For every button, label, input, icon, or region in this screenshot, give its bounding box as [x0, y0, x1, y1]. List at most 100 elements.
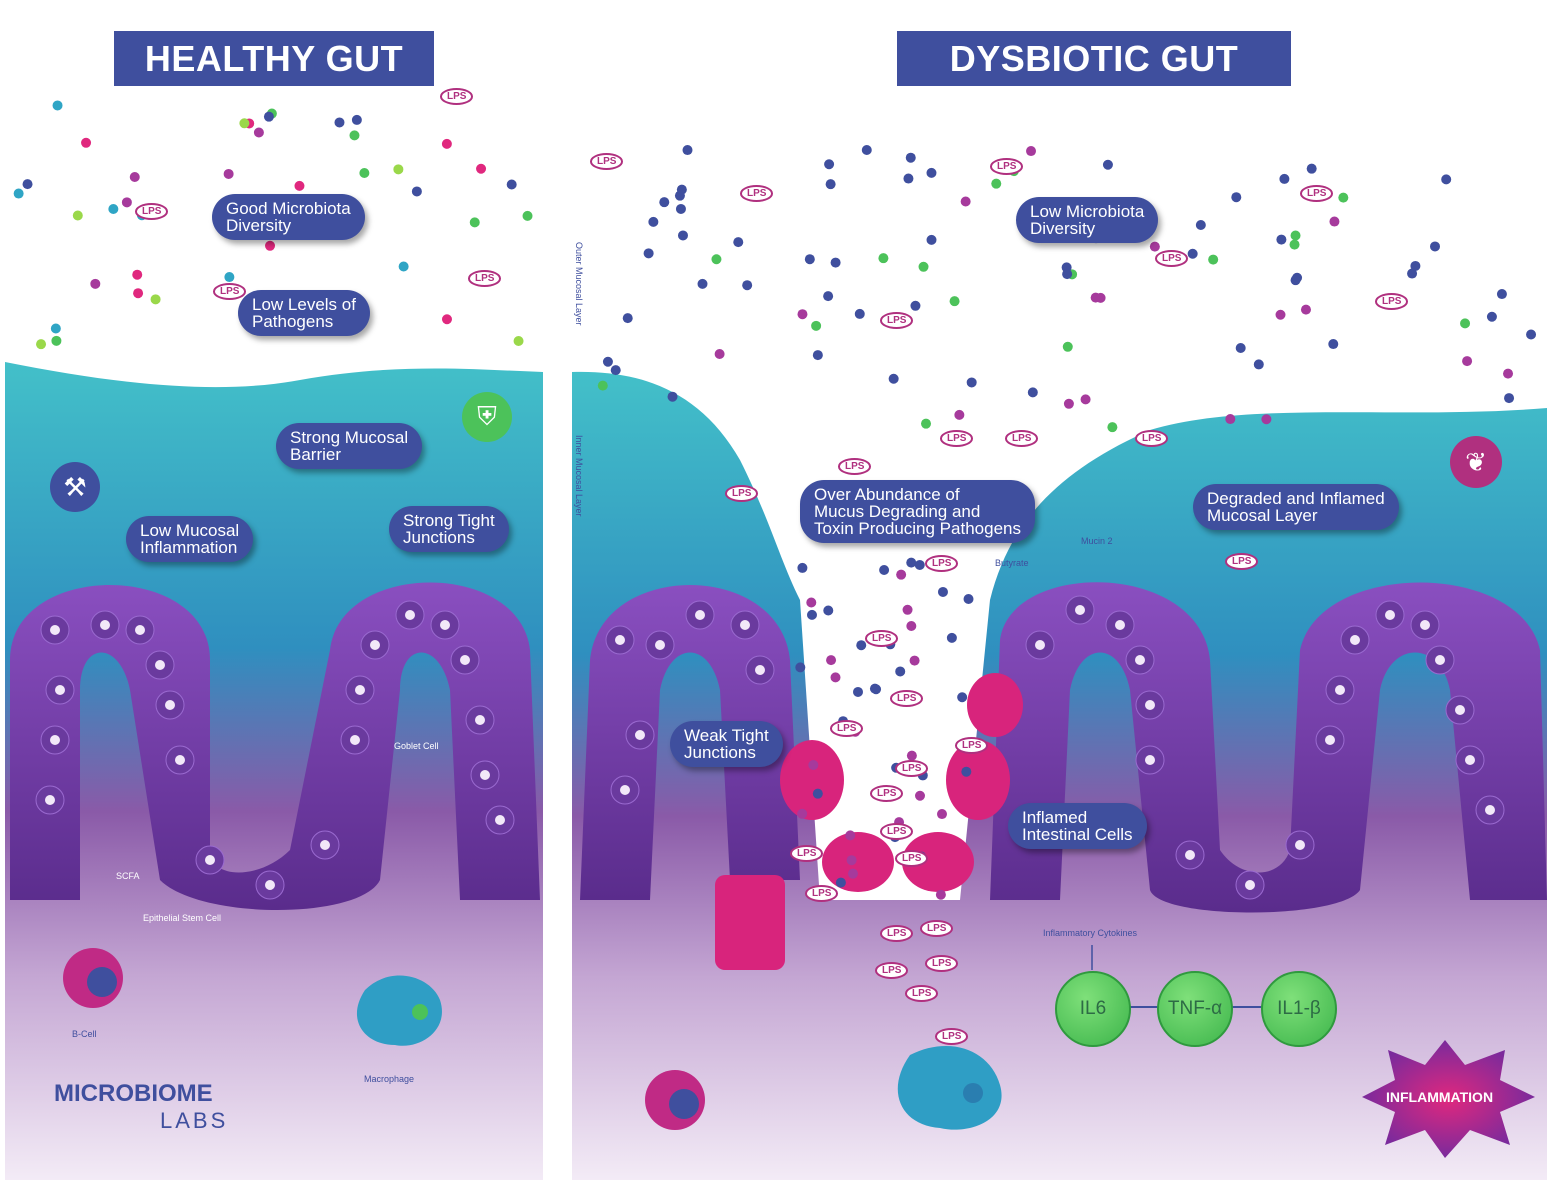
microbe [659, 197, 670, 208]
microbe [1187, 248, 1198, 259]
microbiome-labs-logo: MICROBIOME LABS [40, 1080, 228, 1134]
label-inflamed-cells: Inflamed Intestinal Cells [1008, 803, 1147, 849]
microbe [903, 173, 914, 184]
microbe [1300, 304, 1311, 315]
microbe [878, 253, 889, 264]
microbe [1102, 159, 1113, 170]
microbe [610, 365, 621, 376]
microbe [812, 350, 823, 361]
microbe [1289, 239, 1300, 250]
lps-toxin: LPS [935, 1028, 969, 1045]
microbe [52, 100, 63, 111]
microbe [1441, 174, 1452, 185]
healthy-title: HEALTHY GUT [114, 31, 434, 86]
microbe [797, 309, 808, 320]
microbe [902, 604, 913, 615]
microbe [1063, 398, 1074, 409]
lps-toxin: LPS [590, 153, 624, 170]
microbe [825, 179, 836, 190]
microbe [132, 269, 143, 280]
microbe [90, 278, 101, 289]
microbe [963, 593, 974, 604]
lps-toxin: LPS [865, 630, 899, 647]
microbe [1328, 339, 1339, 350]
healthy-mucosa [5, 362, 543, 1180]
microbe [806, 597, 817, 608]
lps-toxin: LPS [905, 985, 939, 1002]
microbe [1231, 192, 1242, 203]
healthy-villi [10, 582, 540, 910]
microbe [823, 605, 834, 616]
lps-toxin: LPS [955, 737, 989, 754]
microbe [830, 672, 841, 683]
microbe [359, 168, 370, 179]
microbe [806, 609, 817, 620]
microbe [812, 788, 823, 799]
dysbiotic-title: DYSBIOTIC GUT [897, 31, 1291, 86]
lps-toxin: LPS [1225, 553, 1259, 570]
microbe [1430, 241, 1441, 252]
microbe [36, 339, 47, 350]
lps-toxin: LPS [880, 312, 914, 329]
microbe [835, 877, 846, 888]
microbe [223, 168, 234, 179]
lps-toxin: LPS [213, 283, 247, 300]
microbe [469, 217, 480, 228]
microbe [1095, 292, 1106, 303]
microbe [1062, 341, 1073, 352]
cytokine-il6: IL6 [1055, 971, 1131, 1047]
logo-line2: LABS [160, 1108, 229, 1133]
lps-toxin: LPS [940, 430, 974, 447]
microbe [1149, 241, 1160, 252]
microbe [797, 808, 808, 819]
lps-toxin: LPS [875, 962, 909, 979]
microbe [935, 889, 946, 900]
microbe [1496, 289, 1507, 300]
lps-toxin: LPS [830, 720, 864, 737]
microbe [847, 868, 858, 879]
microbe [733, 237, 744, 248]
microbe [1225, 414, 1236, 425]
lps-toxin: LPS [1155, 250, 1189, 267]
microbe [393, 164, 404, 175]
microbe [1460, 318, 1471, 329]
microbe [133, 288, 144, 299]
microbe [797, 562, 808, 573]
microbe [960, 196, 971, 207]
microbe [906, 557, 917, 568]
microbe [294, 180, 305, 191]
label-degraded-layer: Degraded and Inflamed Mucosal Layer [1193, 484, 1399, 530]
microbe [1410, 260, 1421, 271]
microbe [476, 163, 487, 174]
microbe [804, 254, 815, 265]
label-scfa: SCFA [116, 871, 140, 881]
microbe [1208, 254, 1219, 265]
microbe [1235, 343, 1246, 354]
inflammation-label: INFLAMMATION [1386, 1089, 1494, 1105]
microbe [121, 197, 132, 208]
label-weak-junctions: Weak Tight Junctions [670, 721, 783, 767]
microbe [1027, 387, 1038, 398]
microbe [854, 308, 865, 319]
microbe [108, 204, 119, 215]
microbe [1279, 173, 1290, 184]
microbe [918, 261, 929, 272]
microbe [856, 640, 867, 651]
microbe [1276, 234, 1287, 245]
microbe [711, 254, 722, 265]
label-good-diversity: Good Microbiota Diversity [212, 194, 365, 240]
lps-toxin: LPS [890, 690, 924, 707]
label-stem-cell: Epithelial Stem Cell [143, 913, 222, 923]
microbe [961, 766, 972, 777]
microbe [13, 188, 24, 199]
lps-toxin: LPS [790, 845, 824, 862]
microbe [823, 291, 834, 302]
macrophage [356, 975, 442, 1046]
microbe [675, 203, 686, 214]
microbe [991, 178, 1002, 189]
macrophage-lps [897, 1046, 1002, 1130]
microbe [597, 380, 608, 391]
microbe [895, 666, 906, 677]
microbe [946, 632, 957, 643]
microbe [905, 152, 916, 163]
